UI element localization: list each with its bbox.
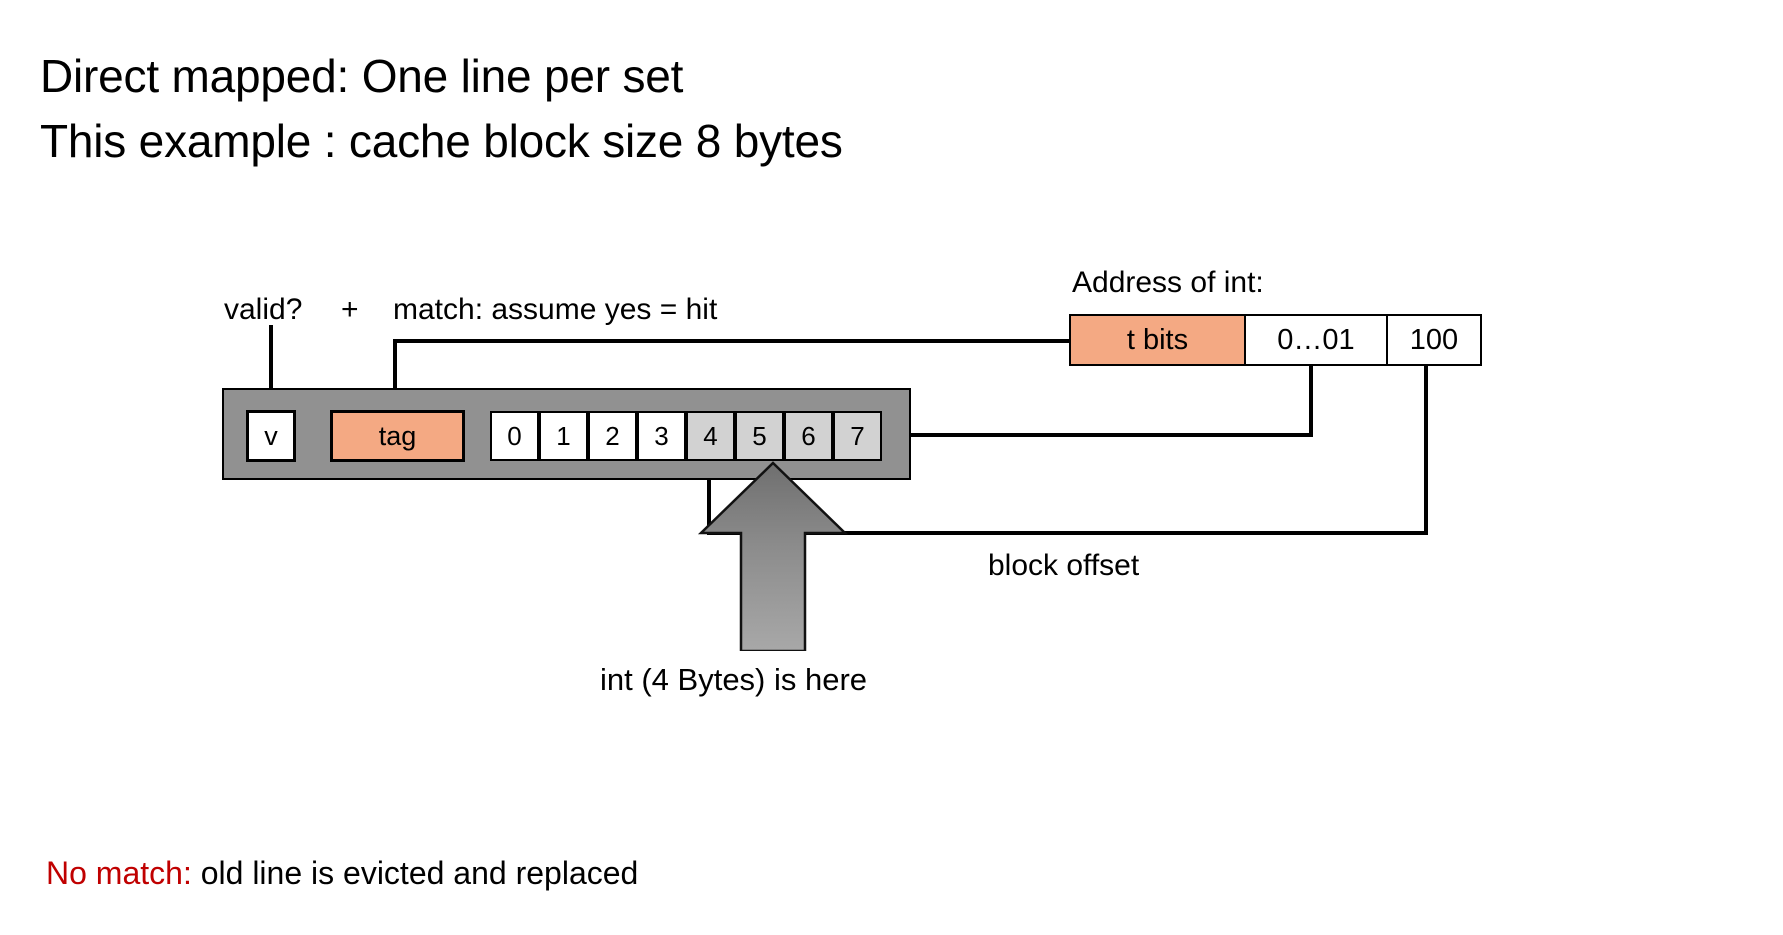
block-offset-connector-vertical-2	[707, 461, 711, 535]
valid-connector-line	[269, 325, 273, 415]
match-connector-horizontal	[393, 339, 1071, 343]
set-index-connector-vertical	[1309, 365, 1313, 437]
int-here-label: int (4 Bytes) is here	[600, 662, 868, 697]
no-match-rest: old line is evicted and replaced	[191, 855, 639, 891]
byte-cell-5: 5	[735, 411, 784, 461]
no-match-highlight: No match:	[46, 855, 192, 891]
address-field-set-index: 0…01	[1244, 314, 1386, 366]
plus-label: +	[341, 293, 359, 326]
no-match-note: No match: old line is evicted and replac…	[46, 855, 638, 892]
set-index-connector-horizontal	[909, 433, 1313, 437]
tag-cell: tag	[330, 410, 465, 462]
address-caption: Address of int:	[1072, 266, 1264, 299]
match-label: match: assume yes = hit	[393, 293, 718, 326]
byte-cell-2: 2	[588, 411, 637, 461]
title-line-1: Direct mapped: One line per set	[40, 50, 684, 102]
valid-label: valid?	[224, 293, 303, 326]
address-field-block-offset: 100	[1386, 314, 1482, 366]
address-bar: t bits 0…01 100	[1069, 314, 1482, 366]
block-offset-label: block offset	[988, 549, 1140, 582]
block-offset-connector-vertical	[1424, 365, 1428, 535]
byte-cell-0: 0	[490, 411, 539, 461]
block-offset-connector-horizontal	[707, 531, 1428, 535]
page-title: Direct mapped: One line per set This exa…	[40, 44, 843, 175]
byte-cell-4: 4	[686, 411, 735, 461]
byte-cell-1: 1	[539, 411, 588, 461]
title-line-2: This example : cache block size 8 bytes	[40, 115, 843, 168]
int-location-arrow	[697, 461, 849, 651]
byte-cell-6: 6	[784, 411, 833, 461]
address-field-tag-bits: t bits	[1069, 314, 1244, 366]
match-connector-vertical	[393, 339, 397, 416]
byte-cell-3: 3	[637, 411, 686, 461]
valid-bit-cell: v	[246, 410, 296, 462]
byte-cell-7: 7	[833, 411, 882, 461]
